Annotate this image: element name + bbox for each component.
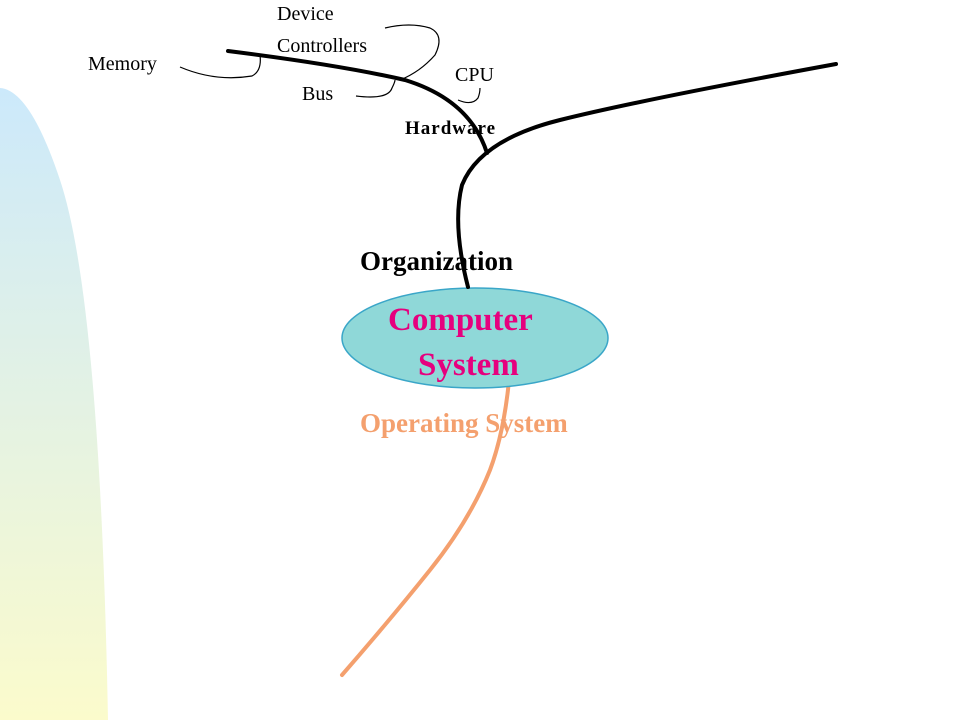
controllers-label: Controllers (277, 35, 367, 57)
operating-system-label: Operating System (360, 408, 568, 438)
computer-label: Computer (388, 302, 533, 338)
hardware-branch-line (226, 49, 489, 155)
computer-system-ellipse (341, 287, 609, 389)
sidebar-gradient-shape (0, 88, 108, 720)
bus-label: Bus (302, 83, 333, 105)
cpu-connector (457, 87, 481, 104)
memory-label: Memory (88, 53, 157, 75)
cpu-label: CPU (455, 64, 494, 86)
operating-system-line (340, 368, 512, 677)
device-label: Device (277, 3, 334, 25)
memory-connector (179, 54, 261, 79)
device-controllers-connector (384, 24, 440, 81)
hardware-label: Hardware (405, 118, 496, 139)
bus-connector (355, 79, 396, 98)
system-label: System (418, 347, 519, 383)
hardware-main-line (456, 62, 838, 289)
organization-label: Organization (360, 246, 513, 276)
